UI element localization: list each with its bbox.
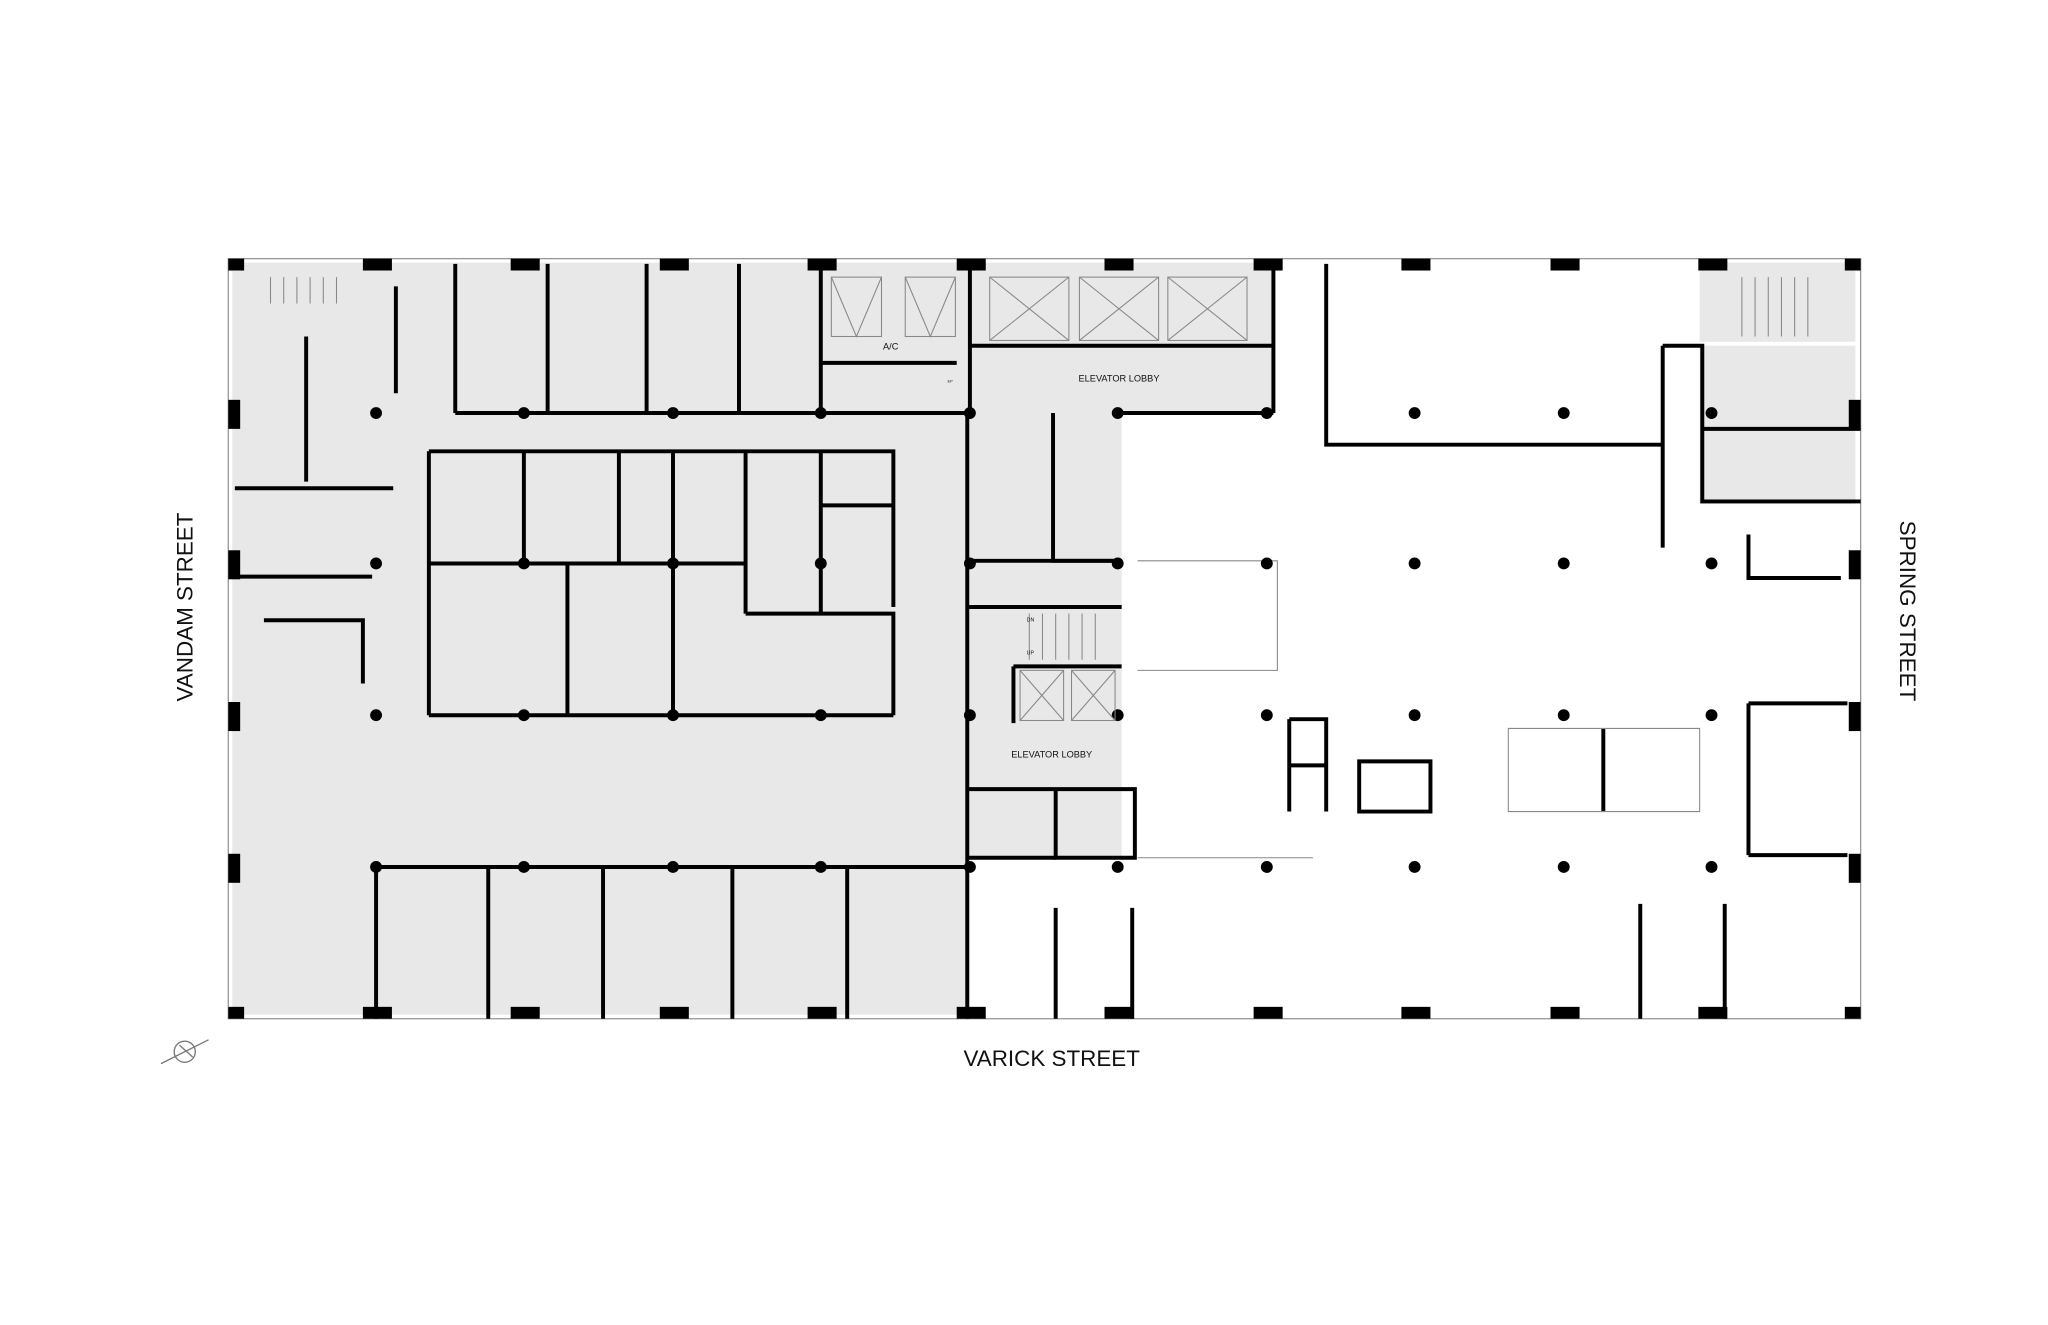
pier: [228, 1006, 245, 1019]
column: [1111, 861, 1124, 873]
column: [370, 557, 383, 570]
wall: [428, 449, 896, 608]
pier: [956, 258, 986, 271]
column: [1557, 709, 1570, 722]
wall: [1662, 343, 1861, 504]
column: [1260, 709, 1273, 722]
column: [1408, 557, 1421, 570]
pier: [956, 1006, 986, 1019]
column: [370, 709, 383, 722]
pier: [1848, 702, 1861, 732]
column: [1408, 861, 1421, 873]
pier: [1253, 1006, 1283, 1019]
pier: [362, 1006, 392, 1019]
pier: [1844, 258, 1861, 271]
pier: [1253, 258, 1283, 271]
column: [1111, 557, 1124, 570]
street-label-varick: VARICK STREET: [963, 1046, 1140, 1071]
wall: [1289, 717, 1329, 812]
pier: [807, 1006, 837, 1019]
pier: [1104, 258, 1134, 271]
room-label-ep: EP: [947, 379, 953, 384]
column: [667, 861, 679, 873]
pier: [1844, 1006, 1861, 1019]
column: [370, 861, 383, 873]
pier: [659, 1006, 689, 1019]
column: [814, 407, 827, 419]
column: [814, 861, 827, 873]
column: [963, 861, 976, 873]
pier: [1698, 258, 1728, 271]
column: [1408, 407, 1421, 419]
pier: [510, 258, 540, 271]
column: [1705, 407, 1718, 419]
pier: [1848, 550, 1861, 580]
stair-label-up: UP: [1027, 651, 1035, 657]
room-label-elevator-lobby-south: ELEVATOR LOBBY: [1011, 749, 1092, 759]
partition: [1137, 560, 1278, 671]
pier: [362, 258, 392, 271]
pier: [1401, 1006, 1431, 1019]
column: [1260, 557, 1273, 570]
column: [1705, 709, 1718, 722]
column: [963, 407, 976, 419]
pier: [510, 1006, 540, 1019]
pier: [1401, 258, 1431, 271]
pier: [228, 550, 241, 580]
street-label-spring: SPRING STREET: [1895, 521, 1920, 702]
column: [1260, 407, 1273, 419]
wall: [1357, 759, 1433, 814]
column: [1557, 861, 1570, 873]
column: [1705, 557, 1718, 570]
column: [1111, 407, 1124, 419]
pier: [1104, 1006, 1134, 1019]
pier: [228, 399, 241, 429]
elevator-shafts: [269, 276, 1809, 722]
column: [517, 407, 530, 419]
column: [1408, 709, 1421, 722]
pier: [1848, 399, 1861, 429]
pier: [1848, 853, 1861, 883]
columns: [370, 407, 1718, 873]
perimeter-piers: [228, 258, 1861, 1019]
stair-east: [1699, 262, 1856, 342]
pier: [807, 258, 837, 271]
column: [1705, 861, 1718, 873]
pier: [228, 258, 245, 271]
column: [814, 557, 827, 570]
street-label-vandam: VANDAM STREET: [173, 512, 198, 701]
column: [517, 709, 530, 722]
column: [963, 557, 976, 570]
pier: [228, 853, 241, 883]
column: [1260, 861, 1273, 873]
wall: [745, 611, 896, 716]
column: [963, 709, 976, 722]
wall: [1746, 534, 1841, 580]
partition: [1507, 727, 1701, 813]
pier: [1550, 258, 1580, 271]
restroom-east: [1699, 345, 1856, 505]
north-arrow-icon: [160, 1039, 209, 1065]
stair-label-down: DN: [1027, 618, 1035, 624]
pier: [228, 702, 241, 732]
column: [1557, 557, 1570, 570]
column: [370, 407, 383, 419]
pier: [1550, 1006, 1580, 1019]
pier: [659, 258, 689, 271]
column: [814, 709, 827, 722]
column: [517, 557, 530, 570]
column: [667, 407, 679, 419]
column: [667, 557, 679, 570]
column: [667, 709, 679, 722]
room-label-elevator-lobby-north: ELEVATOR LOBBY: [1079, 373, 1160, 383]
wall: [263, 618, 365, 684]
pier: [1698, 1006, 1728, 1019]
wall: [1324, 263, 1663, 447]
column: [1557, 407, 1570, 419]
room-label-ac: A/C: [883, 342, 899, 352]
column: [517, 861, 530, 873]
wall: [967, 787, 1137, 860]
